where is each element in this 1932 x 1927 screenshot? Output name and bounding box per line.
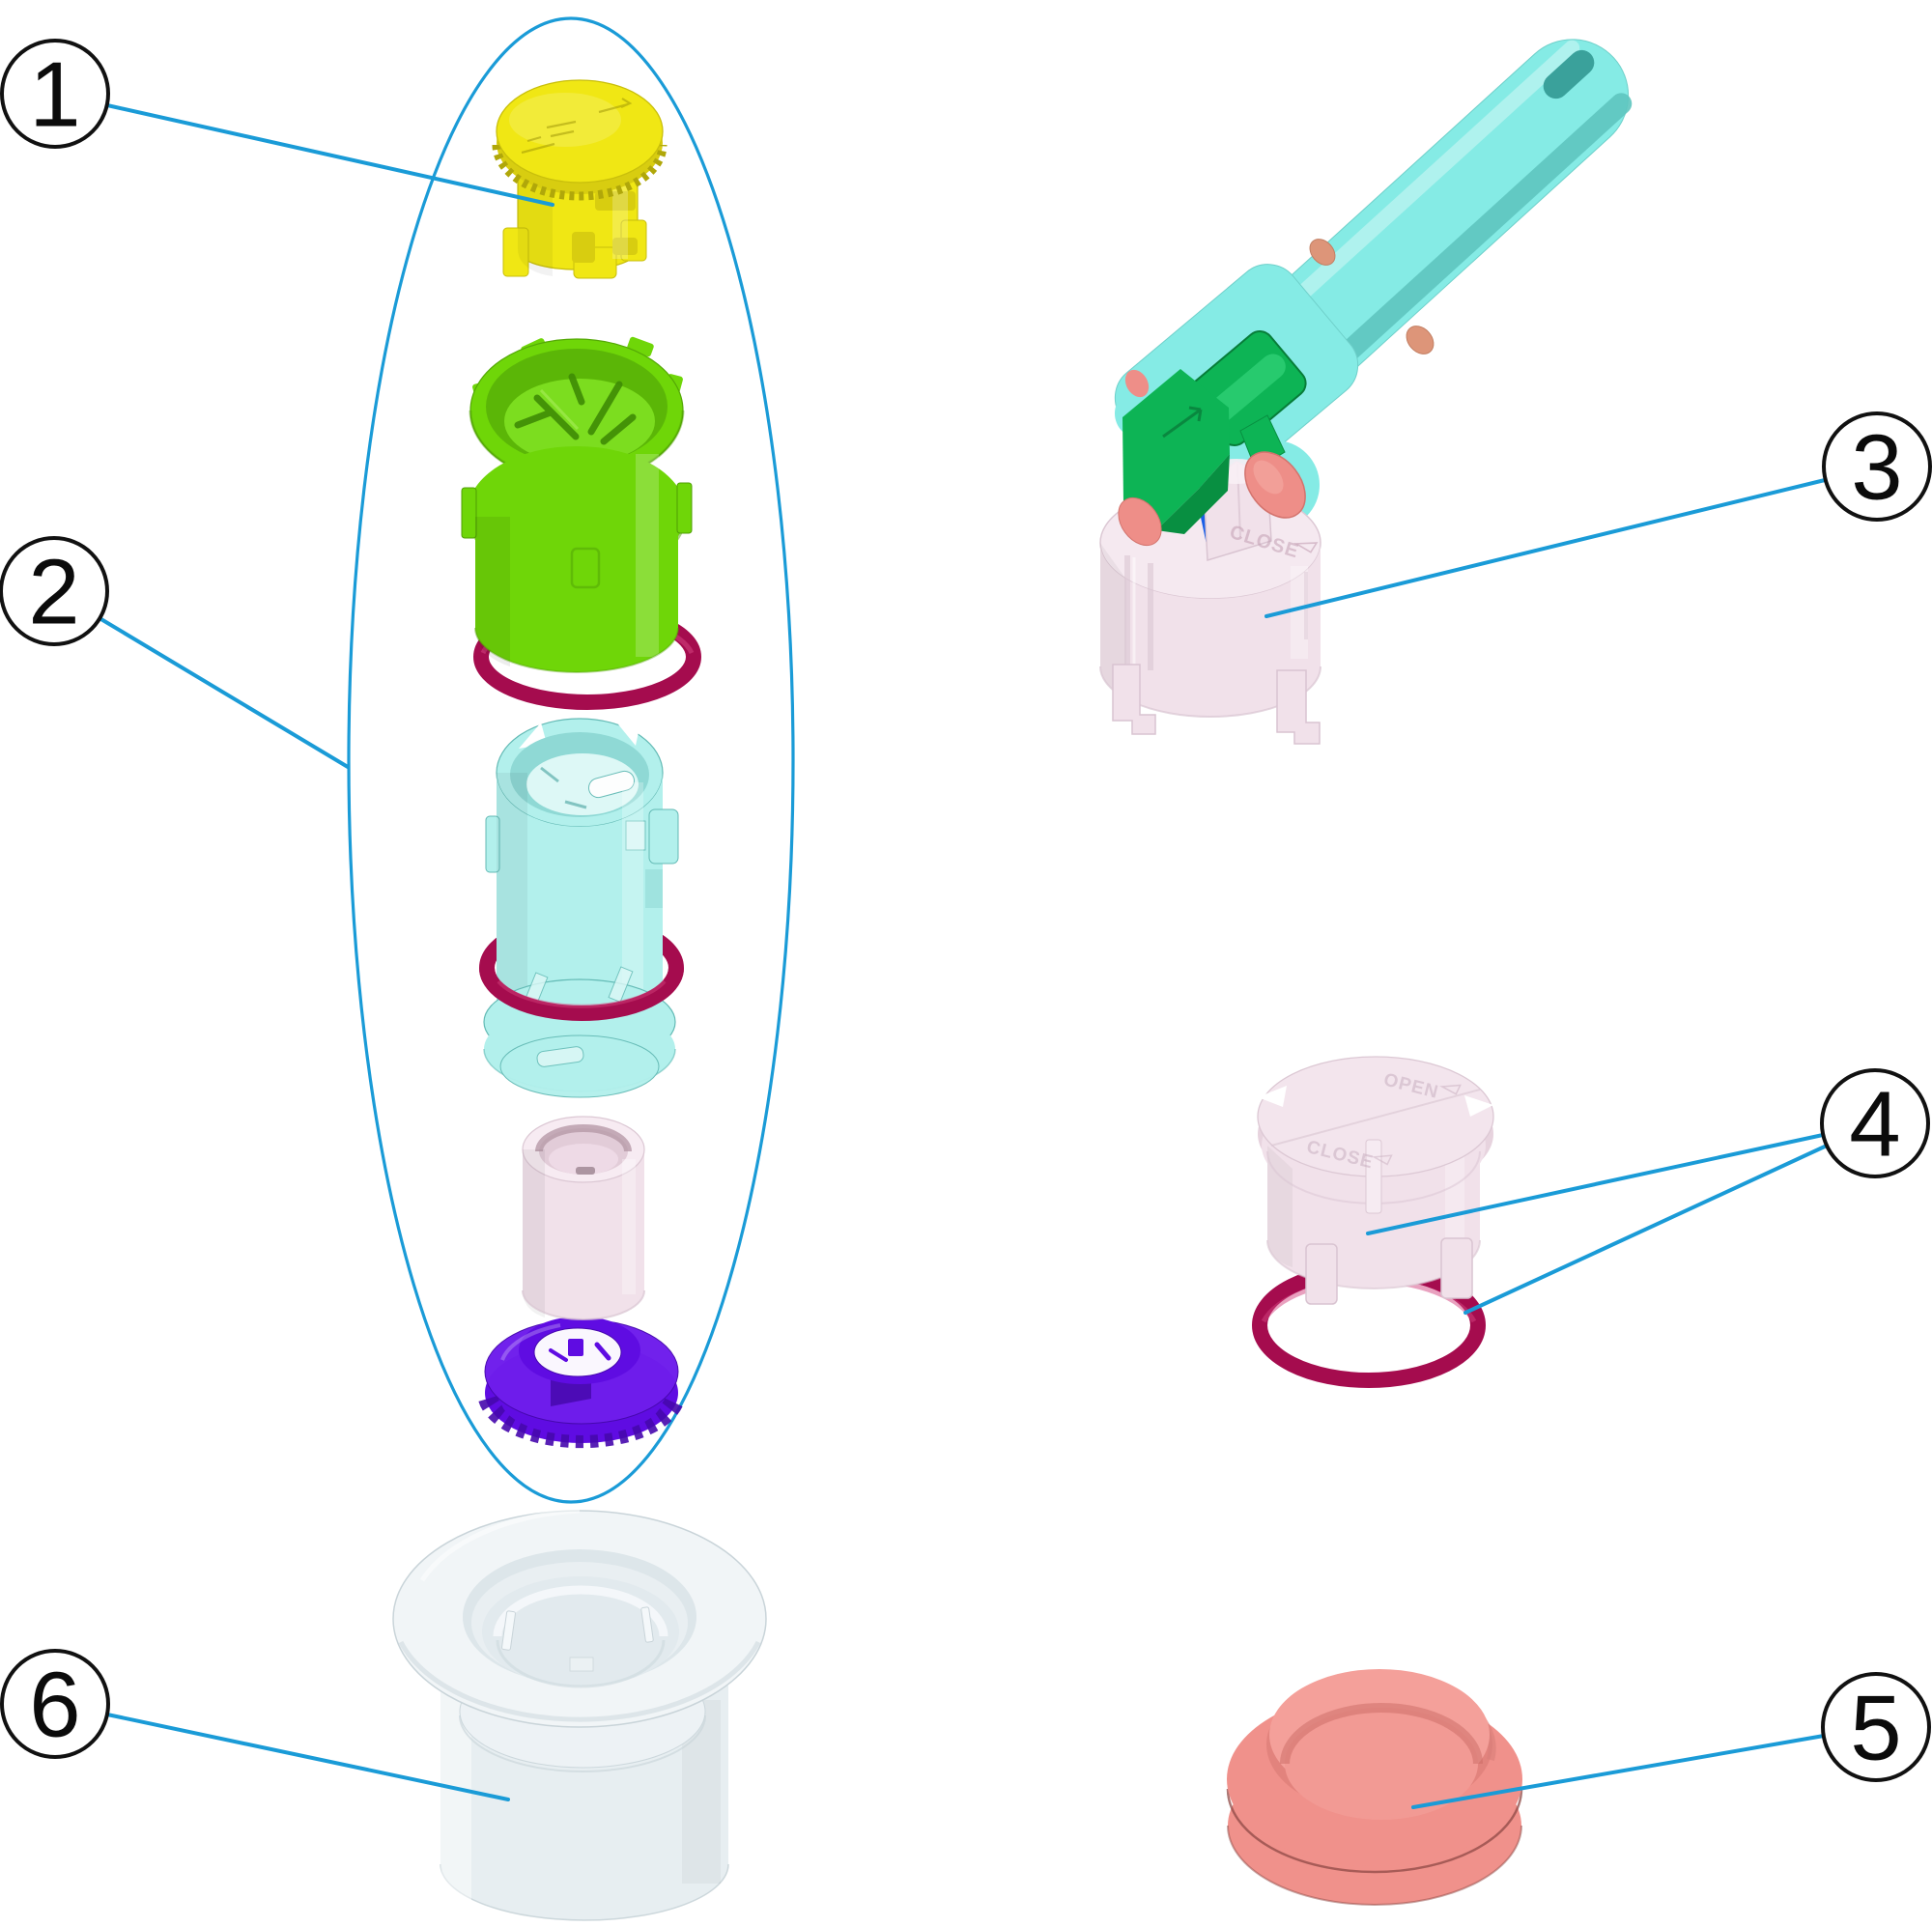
leader-line-1: [105, 103, 554, 207]
part-2-cyan-diffuser: [479, 718, 684, 1098]
part-4-inner-cap-group: OPEN CLOSE: [1252, 1056, 1494, 1388]
part-1-emboss-marks: [521, 98, 633, 155]
callout-1-bubble: 1: [0, 39, 110, 149]
callout-3-bubble: 3: [1822, 411, 1932, 522]
clamp-salmon-pad: [1118, 496, 1162, 547]
callout-5-number: 5: [1850, 1677, 1901, 1780]
group-2-boundary-ellipse: [347, 16, 795, 1504]
leader-line-4a: [1366, 1133, 1825, 1235]
prong-salmon-pad: [1124, 369, 1150, 398]
part-4-pink-cap: OPEN CLOSE: [1257, 1056, 1494, 1305]
handle-bump-upper: [1309, 239, 1336, 266]
part-2-pink-sleeve: [522, 1116, 645, 1320]
callout-1-number: 1: [29, 43, 80, 147]
part-1-yellow-cap: [492, 79, 668, 279]
callout-3-number: 3: [1851, 416, 1902, 520]
part-3-green-clamp: [1122, 369, 1230, 534]
part-6-housing-body: [392, 1508, 767, 1921]
part-5-blanking-plug: [1226, 1669, 1523, 1906]
callout-2-bubble: 2: [0, 536, 109, 646]
leader-line-6: [105, 1713, 510, 1801]
callout-4-bubble: 4: [1820, 1068, 1930, 1178]
callout-4-number: 4: [1849, 1073, 1900, 1176]
part-3-key-tool-assembly: CLOSE: [1099, 39, 1633, 745]
callout-5-bubble: 5: [1821, 1672, 1931, 1782]
callout-6-number: 6: [29, 1654, 80, 1757]
handle-bump-lower: [1406, 326, 1435, 354]
leader-line-4b: [1463, 1144, 1829, 1315]
callout-6-bubble: 6: [0, 1649, 110, 1759]
leader-line-3: [1264, 478, 1827, 618]
leader-line-5: [1411, 1734, 1826, 1809]
leader-line-2: [98, 616, 350, 769]
callout-2-number: 2: [28, 541, 79, 644]
part-2-purple-lock-ring: [478, 1317, 685, 1449]
leader-lines: [98, 103, 1829, 1809]
part-2-green-cartridge: [461, 336, 693, 673]
